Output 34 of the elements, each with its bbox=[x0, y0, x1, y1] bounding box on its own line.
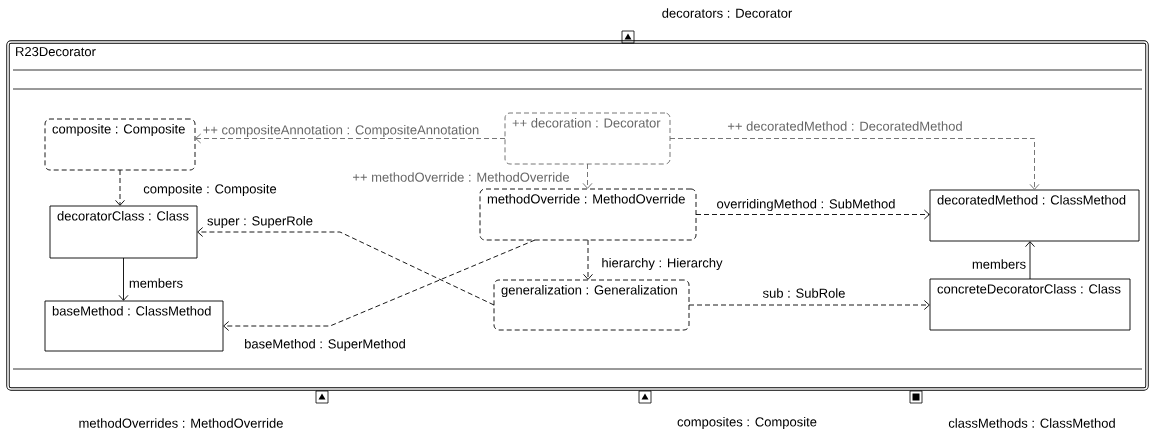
edge-label: overridingMethod : SubMethod bbox=[715, 197, 897, 213]
arrow bbox=[583, 239, 593, 280]
class-box: concreteDecoratorClass : Class bbox=[929, 278, 1131, 331]
class-box: decoratedMethod : ClassMethod bbox=[929, 189, 1140, 242]
arrow bbox=[669, 138, 1040, 190]
arrow bbox=[688, 300, 930, 310]
edge-label: baseMethod : SuperMethod bbox=[243, 337, 407, 353]
port-label: decorators : Decorator bbox=[662, 8, 793, 18]
arrow bbox=[195, 133, 506, 144]
object-box: ++ decoration : Decorator bbox=[504, 112, 671, 165]
arrow bbox=[197, 227, 495, 306]
arrow bbox=[582, 163, 593, 189]
edge-label: sub : SubRole bbox=[761, 287, 847, 299]
class-box: baseMethod : ClassMethod bbox=[44, 300, 224, 352]
edge-label: ++ compositeAnnotation : CompositeAnnotation bbox=[201, 123, 481, 139]
class-box: decoratorClass : Class bbox=[49, 205, 198, 259]
arrow bbox=[223, 239, 536, 331]
edge-label: members bbox=[127, 277, 185, 289]
port-label: composites : Composite bbox=[677, 416, 817, 430]
arrow bbox=[695, 209, 930, 220]
edge-label: ++ decoratedMethod : DecoratedMethod bbox=[726, 120, 964, 132]
port-label: classMethods : ClassMethod bbox=[948, 418, 1115, 428]
edge-label: hierarchy : Hierarchy bbox=[600, 256, 724, 272]
edge-label: members bbox=[970, 258, 1028, 270]
edge-label: ++ methodOverride : MethodOverride bbox=[351, 171, 571, 183]
port-label: methodOverrides : MethodOverride bbox=[79, 418, 283, 428]
arrow bbox=[118, 257, 129, 301]
object-box: composite : Composite bbox=[44, 118, 196, 171]
arrow bbox=[115, 169, 125, 206]
edge-label: composite : Composite bbox=[142, 182, 278, 198]
object-box: generalization : Generalization bbox=[493, 279, 690, 331]
edge-label: super : SuperRole bbox=[206, 214, 314, 230]
arrow bbox=[1025, 241, 1035, 280]
object-box: methodOverride : MethodOverride bbox=[479, 188, 697, 241]
